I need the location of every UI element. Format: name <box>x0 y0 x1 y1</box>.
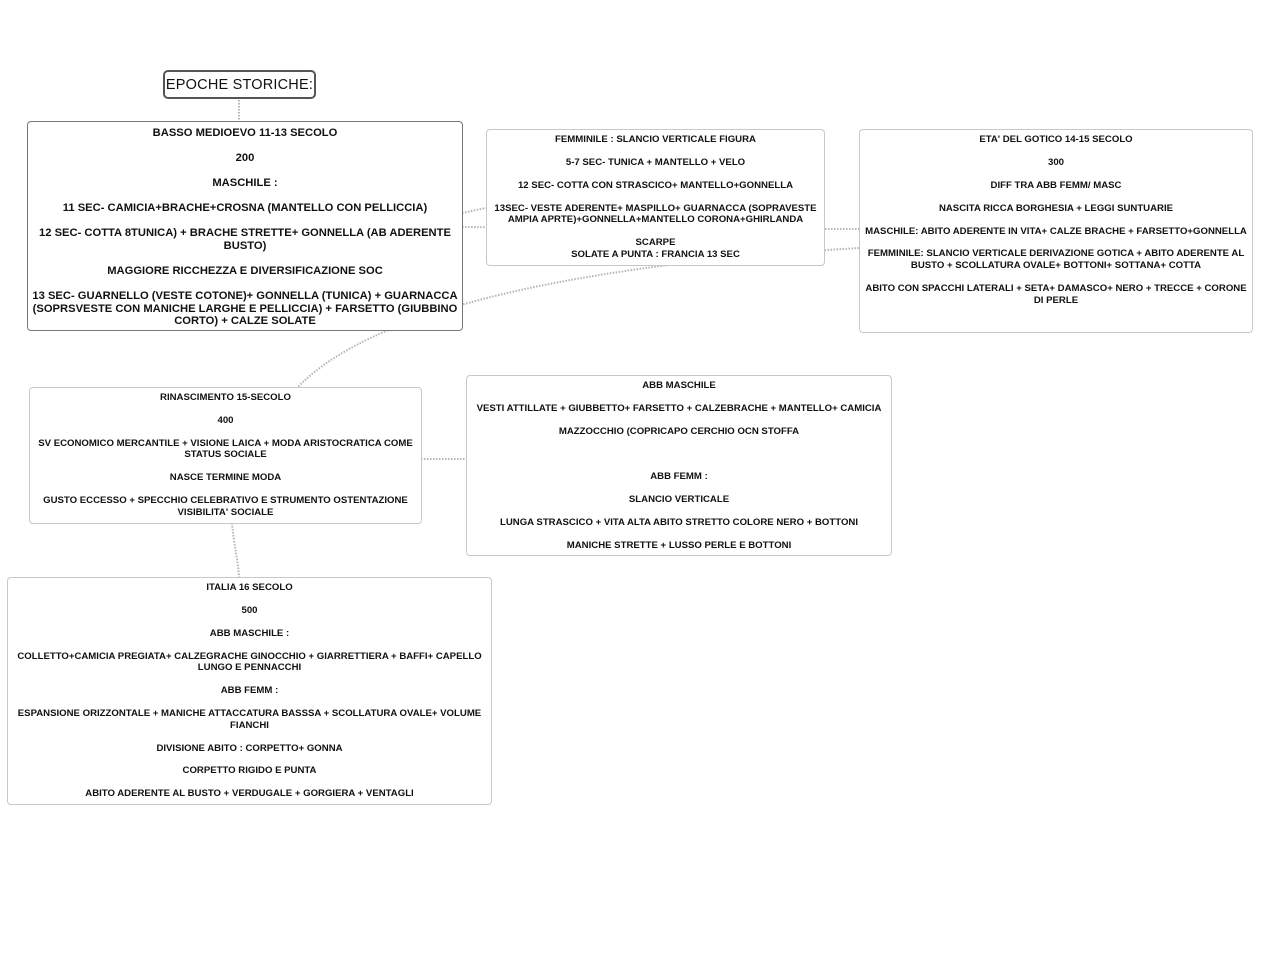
node-line: BASSO MEDIOEVO 11-13 SECOLO <box>152 127 338 139</box>
node-line: DIVISIONE ABITO : CORPETTO+ GONNA <box>156 742 343 754</box>
node-line: RINASCIMENTO 15-SECOLO <box>160 392 291 403</box>
node-line: ESPANSIONE ORIZZONTALE + MANICHE ATTACCA… <box>17 708 482 731</box>
node-line: 300 <box>1047 156 1064 168</box>
node-line: MAZZOCCHIO (COPRICAPO CERCHIO OCN STOFFA <box>558 425 800 437</box>
node-line: 13 SEC- GUARNELLO (VESTE COTONE)+ GONNEL… <box>32 290 458 328</box>
root-node-epoche-storiche[interactable]: EPOCHE STORICHE: <box>163 70 316 99</box>
root-title: EPOCHE STORICHE: <box>165 77 314 93</box>
node-line: VESTI ATTILLATE + GIUBBETTO+ FARSETTO + … <box>476 402 882 414</box>
node-line: MASCHILE : <box>212 177 278 190</box>
node-line: 400 <box>217 414 234 426</box>
node-abb-rinascimento[interactable]: ABB MASCHILE VESTI ATTILLATE + GIUBBETTO… <box>466 375 892 556</box>
node-line: ABITO CON SPACCHI LATERALI + SETA+ DAMAS… <box>865 282 1247 306</box>
node-line: FEMMINILE: SLANCIO VERTICALE DERIVAZIONE… <box>867 248 1245 272</box>
node-line: NASCITA RICCA BORGHESIA + LEGGI SUNTUARI… <box>938 202 1174 214</box>
node-line: SV ECONOMICO MERCANTILE + VISIONE LAICA … <box>38 437 413 461</box>
node-italia[interactable]: ITALIA 16 SECOLO 500 ABB MASCHILE : COLL… <box>7 577 492 805</box>
node-line: 5-7 SEC- TUNICA + MANTELLO + VELO <box>565 156 746 168</box>
node-line: MANICHE STRETTE + LUSSO PERLE E BOTTONI <box>566 540 792 552</box>
node-line: 12 SEC- COTTA CON STRASCICO+ MANTELLO+GO… <box>517 179 794 191</box>
node-line: ABB MASCHILE : <box>209 627 290 639</box>
node-line: ETA' DEL GOTICO 14-15 SECOLO <box>979 134 1133 145</box>
node-line: 13SEC- VESTE ADERENTE+ MASPILLO+ GUARNAC… <box>494 202 817 226</box>
node-line: SLANCIO VERTICALE <box>628 494 730 506</box>
node-line: SCARPE SOLATE A PUNTA : FRANCIA 13 SEC <box>571 237 740 260</box>
node-rinascimento[interactable]: RINASCIMENTO 15-SECOLO 400 SV ECONOMICO … <box>29 387 422 524</box>
node-line: MASCHILE: ABITO ADERENTE IN VITA+ CALZE … <box>865 225 1247 237</box>
node-line: CORPETTO RIGIDO E PUNTA <box>182 765 317 777</box>
node-femminile[interactable]: FEMMINILE : SLANCIO VERTICALE FIGURA 5-7… <box>486 129 825 266</box>
node-line: NASCE TERMINE MODA <box>169 472 282 484</box>
node-line: ABB FEMM : <box>220 685 279 697</box>
node-line: COLLETTO+CAMICIA PREGIATA+ CALZEGRACHE G… <box>17 650 482 674</box>
connector-basso-femminile <box>461 207 487 214</box>
node-line: LUNGA STRASCICO + VITA ALTA ABITO STRETT… <box>500 517 858 529</box>
node-line: FEMMINILE : SLANCIO VERTICALE FIGURA <box>555 134 756 145</box>
connector-rinascimento-italia <box>231 522 240 578</box>
node-line: 12 SEC- COTTA 8TUNICA) + BRACHE STRETTE+… <box>39 227 451 252</box>
node-gotico[interactable]: ETA' DEL GOTICO 14-15 SECOLO 300 DIFF TR… <box>859 129 1253 333</box>
node-line: GUSTO ECCESSO + SPECCHIO CELEBRATIVO E S… <box>43 495 408 518</box>
node-line: ABB MASCHILE <box>642 380 716 391</box>
node-line: ABITO ADERENTE AL BUSTO + VERDUGALE + GO… <box>85 788 414 800</box>
node-line: 500 <box>241 604 258 616</box>
node-line: DIFF TRA ABB FEMM/ MASC <box>990 179 1122 191</box>
node-line: ABB FEMM : <box>650 471 708 483</box>
node-line: ITALIA 16 SECOLO <box>206 582 293 593</box>
node-basso-medioevo[interactable]: BASSO MEDIOEVO 11-13 SECOLO 200 MASCHILE… <box>27 121 463 331</box>
node-line: 200 <box>235 152 255 165</box>
node-line: MAGGIORE RICCHEZZA E DIVERSIFICAZIONE SO… <box>107 264 383 277</box>
node-line: 11 SEC- CAMICIA+BRACHE+CROSNA (MANTELLO … <box>62 202 428 215</box>
